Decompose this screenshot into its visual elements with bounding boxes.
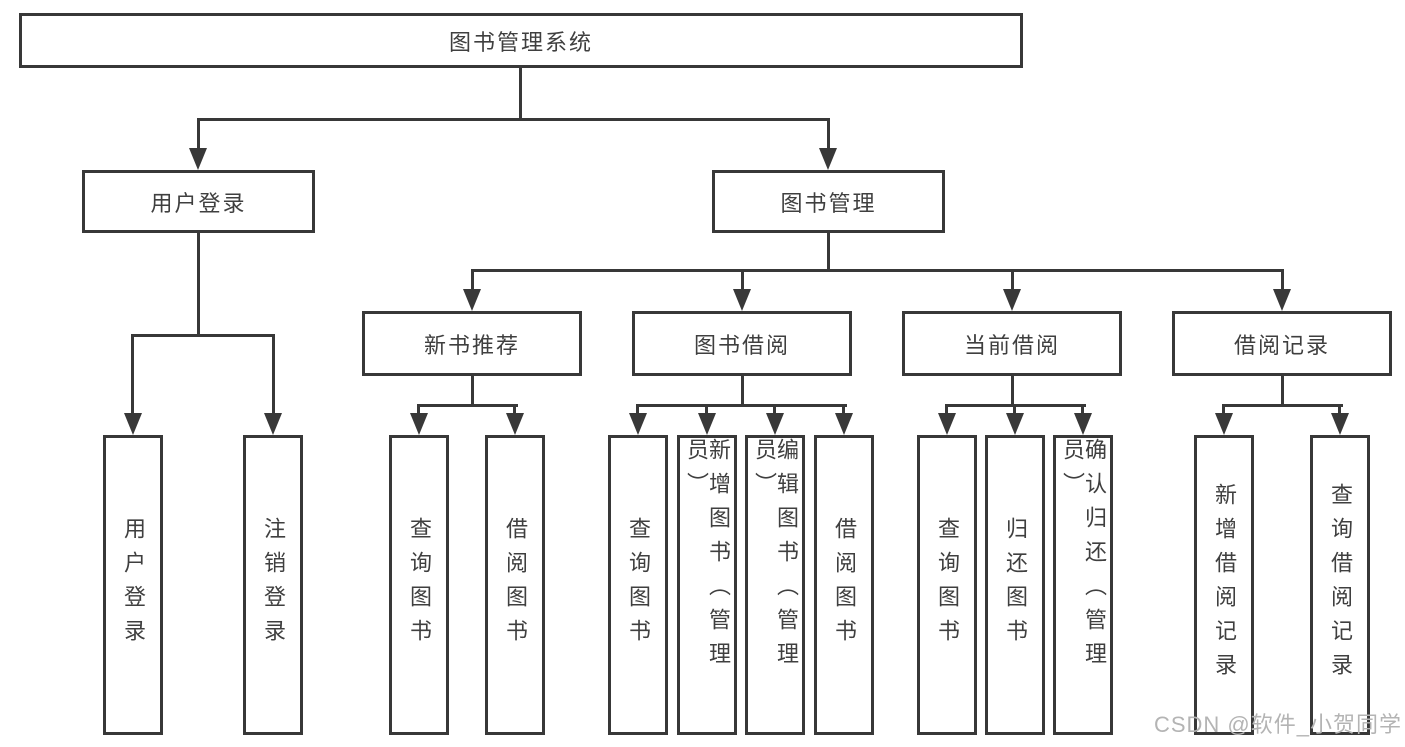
drop-line-logout	[272, 334, 275, 415]
csdn-watermark: CSDN @软件_小贺同学	[1153, 712, 1402, 737]
drop-line-book-mgmt	[827, 118, 830, 150]
arrow-to-borrow-records	[1273, 289, 1291, 311]
drop-line	[513, 404, 516, 416]
leaf-label: 借阅图书	[503, 517, 528, 653]
arrow-to-leaf	[410, 413, 428, 435]
book-borrow-branch-bar	[636, 404, 847, 407]
leaf-box-add-books-admin: 新增图书（管理员）	[677, 435, 737, 735]
drop-line-book-borrow	[741, 269, 744, 292]
leaf-label: 编辑图书（管理员）	[752, 438, 799, 676]
drop-line	[773, 404, 776, 416]
group-label: 图书借阅	[693, 332, 790, 358]
leaf-box-borrow-books-1: 借阅图书	[485, 435, 545, 735]
arrow-to-leaf	[1215, 413, 1233, 435]
drop-line	[636, 404, 639, 416]
arrow-to-leaf	[1006, 413, 1024, 435]
arrow-to-leaf	[1074, 413, 1092, 435]
arrow-to-book-mgmt	[819, 148, 837, 170]
root-label: 图书管理系统	[448, 29, 593, 55]
new-books-stem-line	[471, 376, 474, 407]
current-borrow-stem-line	[1011, 376, 1014, 407]
group-box-borrow-records: 借阅记录	[1172, 311, 1392, 376]
root-box: 图书管理系统	[19, 13, 1023, 68]
branch-label: 图书管理	[780, 190, 877, 216]
borrow-records-stem-line	[1281, 376, 1284, 407]
group-box-new-books: 新书推荐	[362, 311, 582, 376]
leaf-label: 查询图书	[935, 517, 960, 653]
drop-line	[945, 404, 948, 416]
leaf-label: 归还图书	[1003, 517, 1028, 653]
leaf-label: 确认归还（管理员）	[1060, 438, 1107, 676]
leaf-box-query-books-1: 查询图书	[389, 435, 449, 735]
branch-box-user-login: 用户登录	[82, 170, 315, 233]
leaf-box-logout: 注销登录	[243, 435, 303, 735]
root-branch-bar	[197, 118, 830, 121]
drop-line	[705, 404, 708, 416]
group-label: 当前借阅	[963, 332, 1060, 358]
leaf-label: 注销登录	[261, 517, 286, 653]
branch-box-book-mgmt: 图书管理	[712, 170, 945, 233]
book-borrow-stem-line	[741, 376, 744, 407]
leaf-label: 新增借阅记录	[1212, 483, 1237, 687]
arrow-to-book-borrow	[733, 289, 751, 311]
drop-line	[1222, 404, 1225, 416]
arrow-to-user-login	[189, 148, 207, 170]
leaf-box-query-books-2: 查询图书	[608, 435, 668, 735]
borrow-records-branch-bar	[1222, 404, 1343, 407]
group-box-current-borrow: 当前借阅	[902, 311, 1122, 376]
user-login-branch-bar	[131, 334, 275, 337]
arrow-to-new-books	[463, 289, 481, 311]
drop-line-user-login	[197, 118, 200, 150]
leaf-box-return-books: 归还图书	[985, 435, 1045, 735]
group-box-book-borrow: 图书借阅	[632, 311, 852, 376]
drop-line	[1081, 404, 1084, 416]
leaf-label: 查询图书	[407, 517, 432, 653]
group-label: 借阅记录	[1233, 332, 1330, 358]
arrow-to-leaf	[835, 413, 853, 435]
book-mgmt-branch-bar	[471, 269, 1284, 272]
leaf-box-user-login: 用户登录	[103, 435, 163, 735]
leaf-box-query-borrow-record: 查询借阅记录	[1310, 435, 1370, 735]
arrow-to-leaf	[698, 413, 716, 435]
branch-label: 用户登录	[150, 190, 247, 216]
leaf-box-edit-books-admin: 编辑图书（管理员）	[745, 435, 805, 735]
leaf-label: 借阅图书	[832, 517, 857, 653]
drop-line-login	[131, 334, 134, 415]
drop-line	[842, 404, 845, 416]
leaf-box-borrow-books-2: 借阅图书	[814, 435, 874, 735]
drop-line-new-books	[471, 269, 474, 292]
arrow-to-login	[124, 413, 142, 435]
drop-line	[1338, 404, 1341, 416]
leaf-box-confirm-return-admin: 确认归还（管理员）	[1053, 435, 1113, 735]
arrow-to-leaf	[938, 413, 956, 435]
arrow-to-leaf	[506, 413, 524, 435]
root-stem-line	[519, 68, 522, 120]
new-books-branch-bar	[417, 404, 518, 407]
leaf-label: 新增图书（管理员）	[684, 438, 731, 676]
drop-line	[417, 404, 420, 416]
leaf-label: 查询图书	[626, 517, 651, 653]
arrow-to-leaf	[629, 413, 647, 435]
arrow-to-current-borrow	[1003, 289, 1021, 311]
group-label: 新书推荐	[423, 332, 520, 358]
drop-line	[1013, 404, 1016, 416]
leaf-label: 查询借阅记录	[1328, 483, 1353, 687]
leaf-box-query-books-3: 查询图书	[917, 435, 977, 735]
drop-line-current-borrow	[1011, 269, 1014, 292]
arrow-to-leaf	[1331, 413, 1349, 435]
arrow-to-leaf	[766, 413, 784, 435]
user-login-stem-line	[197, 233, 200, 336]
arrow-to-logout	[264, 413, 282, 435]
leaf-label: 用户登录	[121, 517, 146, 653]
leaf-box-add-borrow-record: 新增借阅记录	[1194, 435, 1254, 735]
book-mgmt-stem-line	[827, 233, 830, 272]
drop-line-borrow-records	[1281, 269, 1284, 292]
